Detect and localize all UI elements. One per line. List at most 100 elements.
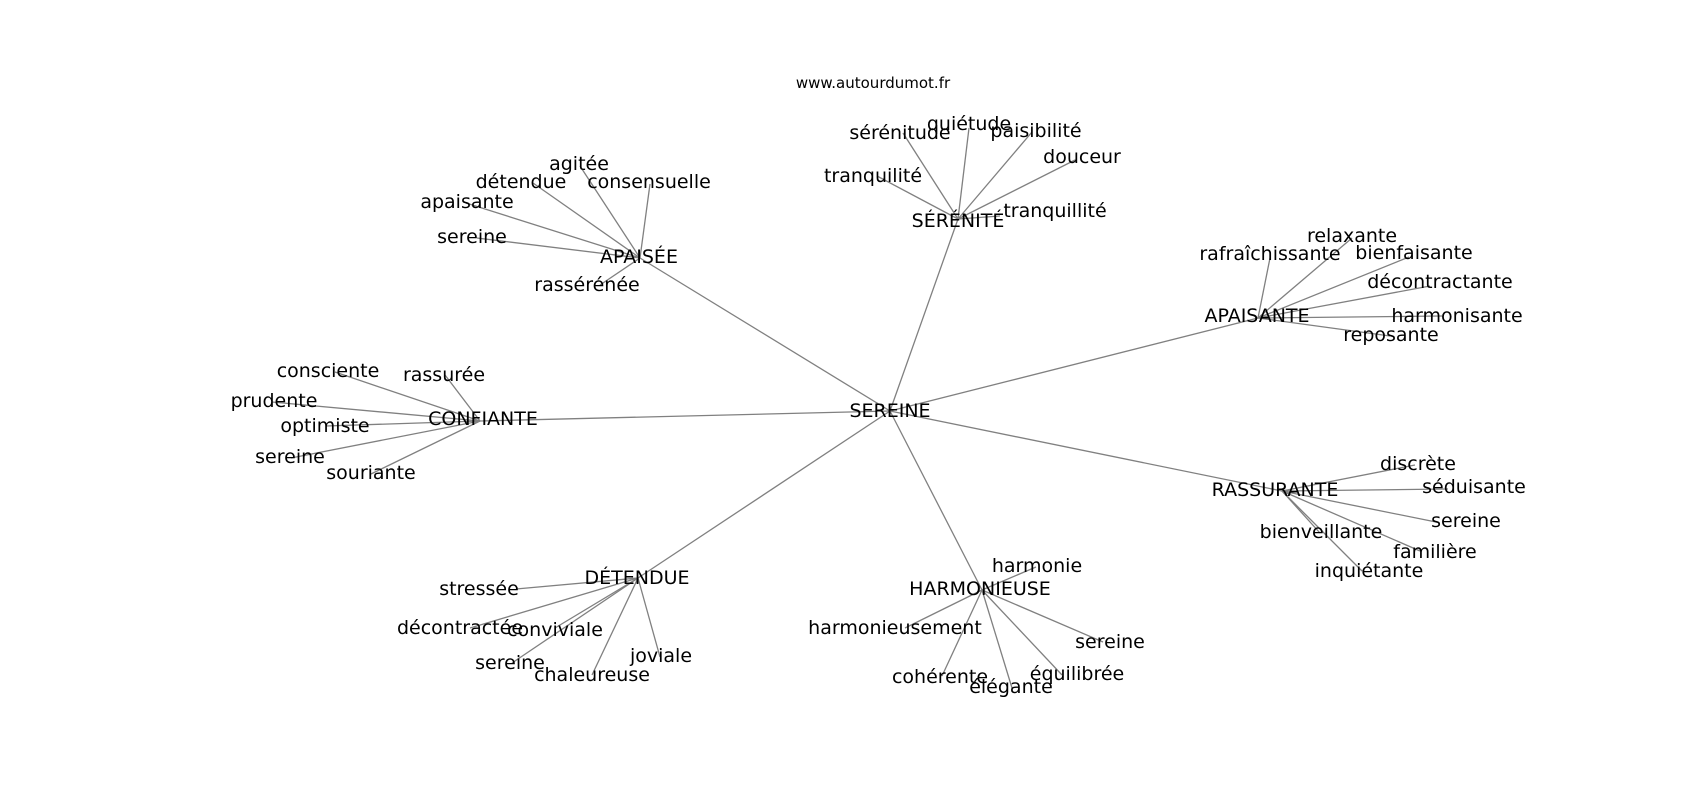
group-node-label: APAISANTE (1204, 305, 1309, 327)
leaf-node-label: bienfaisante (1355, 242, 1472, 264)
edge-root-to-0 (889, 218, 959, 412)
leaf-node-label: harmonie (992, 555, 1082, 577)
edge-leaf (334, 371, 481, 422)
edge-leaf (591, 577, 639, 676)
edge-leaf (941, 589, 983, 677)
group-node-label: RASSURANTE (1212, 479, 1339, 501)
leaf-node-label: cohérente (892, 666, 988, 688)
leaf-node-label: rafraîchissante (1199, 243, 1340, 265)
edge-leaf (981, 589, 1104, 643)
edge-leaf (981, 589, 1063, 676)
edge-leaf (1281, 464, 1416, 492)
edge-leaf (271, 401, 481, 422)
edge-root-to-5 (637, 410, 891, 579)
leaf-node-label: sereine (475, 652, 545, 674)
leaf-node-label: équilibrée (1030, 663, 1124, 685)
edge-leaf (1281, 490, 1437, 523)
leaf-node-label: apaisante (420, 191, 513, 213)
leaf-node-label: consensuelle (587, 171, 711, 193)
leaf-node-label: harmonieusement (808, 617, 982, 639)
edge-leaf (1281, 488, 1449, 492)
leaf-node-label: familière (1393, 541, 1476, 563)
leaf-node-label: reposante (1343, 324, 1439, 346)
leaf-node-label: tranquillité (1003, 200, 1106, 222)
edge-root-to-3 (479, 410, 891, 422)
group-node-label: SÉRÉNITÉ (912, 209, 1005, 232)
leaf-node-label: discrète (1380, 453, 1456, 475)
edge-leaf (904, 589, 983, 629)
edge-leaf (876, 175, 959, 220)
edge-leaf (370, 420, 481, 475)
graph-labels: www.autourdumot.fr SEREINE SÉRÉNITÉ séréni… (231, 74, 1526, 698)
edge-root-to-6 (889, 410, 983, 591)
leaf-node-label: stressée (439, 578, 519, 600)
edge-leaf (325, 420, 481, 427)
leaf-node-label: sereine (437, 226, 507, 248)
root-node-label: SEREINE (849, 400, 930, 422)
leaf-node-label: élégante (969, 676, 1053, 698)
edge-leaf (290, 420, 481, 459)
edge-leaf (1257, 315, 1443, 319)
leaf-node-label: sérénitude (849, 122, 950, 144)
leaf-node-label: relaxante (1307, 225, 1397, 247)
edge-leaf (957, 215, 1001, 220)
leaf-node-label: conviviale (507, 619, 603, 641)
leaf-node-label: séduisante (1422, 476, 1526, 498)
edge-root-to-1 (639, 257, 891, 412)
leaf-node-label: décontractante (1367, 271, 1513, 293)
edge-leaf (1281, 490, 1363, 572)
edge-leaf (637, 577, 661, 658)
leaf-node-label: tranquilité (824, 165, 922, 187)
edge-leaf (599, 257, 641, 286)
leaf-node-label: rassurée (403, 364, 485, 386)
leaf-node-label: souriante (326, 462, 415, 484)
leaf-node-label: consciente (277, 360, 380, 382)
edge-leaf (465, 202, 641, 259)
group-node-label: CONFIANTE (428, 408, 538, 430)
watermark-text: www.autourdumot.fr (796, 74, 951, 92)
edge-leaf (1281, 490, 1421, 552)
edge-leaf (1257, 237, 1353, 319)
leaf-node-label: paisibilité (990, 120, 1081, 142)
leaf-node-label: joviale (629, 645, 692, 667)
edge-leaf (902, 132, 959, 220)
leaf-node-label: bienveillante (1260, 521, 1383, 543)
group-node-label: HARMONIEUSE (909, 578, 1051, 600)
edge-leaf (515, 577, 639, 590)
edge-leaf (1257, 256, 1410, 319)
edge-root-to-2 (889, 317, 1259, 412)
leaf-node-label: quiétude (927, 113, 1011, 135)
edge-leaf (1257, 285, 1431, 319)
graph-edges (271, 127, 1449, 689)
edge-leaf (981, 566, 1037, 591)
edge-leaf (957, 131, 1033, 220)
edge-leaf (579, 165, 641, 259)
leaf-node-label: douceur (1043, 146, 1121, 168)
leaf-node-label: agitée (549, 153, 609, 175)
leaf-node-label: sereine (1075, 631, 1145, 653)
leaf-node-label: inquiétante (1315, 560, 1424, 582)
edge-leaf (957, 159, 1076, 220)
edge-leaf (511, 577, 639, 664)
edge-leaf (639, 183, 651, 259)
edge-leaf (444, 374, 481, 422)
leaf-node-label: prudente (231, 390, 318, 412)
leaf-node-label: sereine (1431, 510, 1501, 532)
leaf-node-label: rassérénée (534, 274, 639, 296)
edge-leaf (1257, 317, 1391, 337)
leaf-node-label: optimiste (280, 415, 369, 437)
edge-leaf (476, 237, 641, 259)
edge-leaf (957, 127, 970, 220)
group-node-label: DÉTENDUE (584, 566, 689, 589)
edge-leaf (554, 577, 639, 629)
leaf-node-label: sereine (255, 446, 325, 468)
leaf-node-label: harmonisante (1391, 305, 1522, 327)
edge-leaf (532, 182, 641, 259)
edge-leaf (1257, 257, 1271, 319)
edge-leaf (469, 577, 639, 629)
edge-leaf (981, 589, 1013, 689)
edge-root-to-4 (889, 410, 1283, 492)
group-node-label: APAISÉE (600, 245, 678, 268)
leaf-node-label: détendue (476, 171, 567, 193)
